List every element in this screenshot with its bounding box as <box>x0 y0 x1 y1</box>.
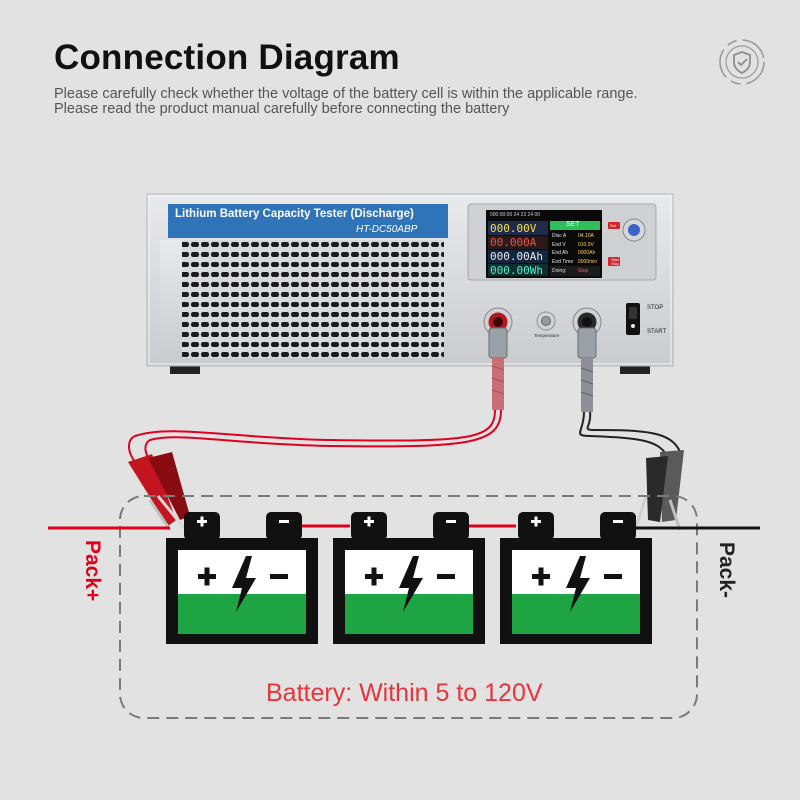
lightning-bolt-icon <box>566 556 590 612</box>
lightning-bolt-icon <box>232 556 256 612</box>
display-topbar: 000:00:00 24 23 24 00 <box>490 212 541 218</box>
device-model: HT-DC50ABP <box>356 224 418 235</box>
display-param-value: 0000min <box>578 258 598 265</box>
negative-terminal <box>600 512 636 540</box>
temperature-label: Temperature <box>534 333 560 338</box>
display-param-value: 0000Ah <box>578 250 596 256</box>
page-title: Connection Diagram <box>54 38 400 77</box>
display-capacity: 000.00Ah <box>490 250 543 263</box>
negative-cable <box>577 327 684 531</box>
display-set-label: SET <box>566 221 580 228</box>
battery-pack-outline <box>119 495 698 719</box>
subtitle-read-manual: Please read the product manual carefully… <box>54 101 510 117</box>
battery-cell <box>500 512 652 644</box>
display-param-value: 010.0V <box>578 241 594 248</box>
negative-terminal <box>433 512 469 540</box>
pack-positive-label: Pack+ <box>81 540 104 602</box>
minus-icon <box>270 574 288 579</box>
start-label: START <box>647 329 667 335</box>
display-current: 00.000A <box>490 236 537 249</box>
stop-label: STOP <box>647 305 664 311</box>
negative-terminal <box>266 512 302 540</box>
display-param-value: 04.10A <box>578 233 594 239</box>
device-vents <box>172 240 444 358</box>
pack-negative-label: Pack- <box>715 542 738 599</box>
set-button[interactable] <box>608 222 620 229</box>
lightning-bolt-icon <box>399 556 423 612</box>
display-doing-label: Doing: <box>552 268 567 274</box>
display-doing-value: Stop <box>578 268 589 274</box>
battery-cell <box>333 512 485 644</box>
positive-cable <box>128 327 508 531</box>
display-param-label: End Ah <box>552 250 569 256</box>
battery-voltage-note: Battery: Within 5 to 120V <box>266 679 543 707</box>
set-button-label: Set <box>610 223 617 228</box>
device-label-bar <box>168 204 448 238</box>
display-energy: 000.00Wh <box>490 264 543 277</box>
minus-icon <box>604 574 622 579</box>
minus-icon <box>437 574 455 579</box>
rotary-knob[interactable] <box>628 224 640 236</box>
display-param-label: Disc A <box>552 233 567 239</box>
subtitle-voltage-check: Please carefully check whether the volta… <box>54 86 638 102</box>
shield-check-icon <box>719 39 765 85</box>
device-name-label: Lithium Battery Capacity Tester (Dischar… <box>175 208 414 220</box>
battery-cell <box>166 512 318 644</box>
display-param-label: End V <box>552 241 566 248</box>
display-param-label: End Time <box>552 258 574 265</box>
display-voltage: 000.00V <box>490 222 537 235</box>
start-stop-button[interactable] <box>608 257 620 266</box>
start-stop-button-label: Start Stop <box>611 258 619 266</box>
